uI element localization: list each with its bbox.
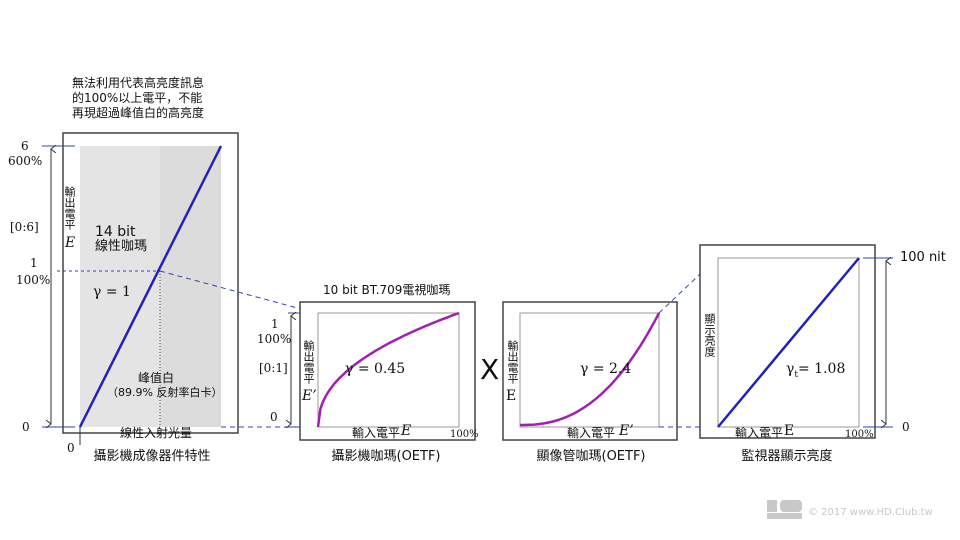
panel2-yvar: E’ bbox=[302, 388, 317, 404]
panel2-xaxis-label: 輸入電平 bbox=[352, 426, 401, 440]
panel3-yaxis-label: 輸出電平 bbox=[506, 340, 519, 384]
panel2-caption: 攝影機咖瑪(OETF) bbox=[331, 449, 441, 464]
panel1-gamma: γ = 1 bbox=[93, 284, 131, 300]
panel1-note-line1: 無法利用代表高亮度訊息 bbox=[72, 76, 205, 90]
panel4-gamma-symbol: γ bbox=[786, 361, 795, 377]
panel4-xvar: E bbox=[784, 423, 795, 439]
panel3-caption: 顯像管咖瑪(OETF) bbox=[536, 449, 646, 464]
panel1-linear-line bbox=[78, 145, 223, 428]
panel1-gamma-name: 線性咖瑪 bbox=[95, 239, 148, 254]
panel2-yone-pct: 100% bbox=[257, 332, 292, 346]
panel4-linear-line bbox=[717, 257, 860, 428]
panel2-gamma-curve bbox=[316, 311, 460, 428]
panel1-caption: 攝影機成像器件特性 bbox=[93, 449, 211, 464]
panel2-yzero: 0 bbox=[270, 410, 278, 424]
panel4-caption: 監視器顯示亮度 bbox=[741, 449, 833, 464]
panel2-frame bbox=[299, 301, 476, 441]
panel1-yvar: E bbox=[65, 235, 76, 251]
watermark-text: © 2017 www.HD.Club.tw bbox=[808, 507, 933, 518]
panel3-yvar: E bbox=[506, 388, 517, 404]
panel1-yaxis-label: 輸出電平 bbox=[63, 186, 76, 230]
panel4-xaxis-label: 輸入電平 bbox=[735, 426, 784, 440]
panel2-xmax: 100% bbox=[450, 429, 479, 440]
panel3-gamma-curve bbox=[520, 312, 661, 427]
panel1-ymax-pct: 600% bbox=[8, 154, 43, 168]
panel1-peak-white: 峰值白 bbox=[138, 371, 175, 385]
panel4-frame bbox=[699, 244, 876, 439]
panel1-yone-pct: 100% bbox=[16, 273, 51, 287]
panel1-xaxis-label: 線性入射光量 bbox=[120, 426, 193, 440]
hdclub-logo bbox=[767, 500, 802, 519]
panel2-yrange: [0:1] bbox=[259, 361, 288, 375]
panel1-xzero: 0 bbox=[67, 441, 75, 455]
panel1-note-line3: 再現超過峰值白的高亮度 bbox=[72, 106, 205, 120]
panel2-gamma: γ = 0.45 bbox=[345, 361, 406, 377]
multiply-operator: X bbox=[480, 353, 500, 386]
panel4-xmax: 100% bbox=[845, 429, 874, 440]
panel4-ymax: 100 nit bbox=[900, 250, 946, 265]
panel2-title: 10 bit BT.709電視咖瑪 bbox=[323, 283, 451, 297]
panel2-yone: 1 bbox=[271, 317, 279, 331]
panel1-bit-label: 14 bit bbox=[95, 224, 136, 240]
panel1-ymax: 6 bbox=[21, 139, 29, 153]
panel1-yzero: 0 bbox=[22, 420, 30, 434]
panel3-frame bbox=[502, 301, 678, 441]
panel4-yzero: 0 bbox=[902, 420, 910, 434]
panel1-note-line2: 的100%以上電平，不能 bbox=[72, 91, 203, 105]
panel4-gamma-value: = 1.08 bbox=[798, 361, 846, 377]
panel3-gamma: γ = 2.4 bbox=[580, 361, 632, 377]
panel3-xaxis-label: 輸入電平 bbox=[567, 426, 616, 440]
panel1-peak-white-note: （89.9% 反射率白卡） bbox=[107, 386, 223, 399]
panel3-xvar: E’ bbox=[619, 423, 634, 439]
panel2-xvar: E bbox=[401, 423, 412, 439]
panel4-gamma: γt= 1.08 bbox=[786, 362, 845, 382]
panel4-gamma-sub: t bbox=[794, 369, 798, 380]
panel4-yaxis-label: 顯示亮度 bbox=[703, 313, 716, 357]
panel2-yaxis-label: 輸出電平 bbox=[302, 340, 315, 384]
panel1-yrange: [0:6] bbox=[10, 220, 39, 234]
panel1-yone: 1 bbox=[30, 256, 38, 270]
